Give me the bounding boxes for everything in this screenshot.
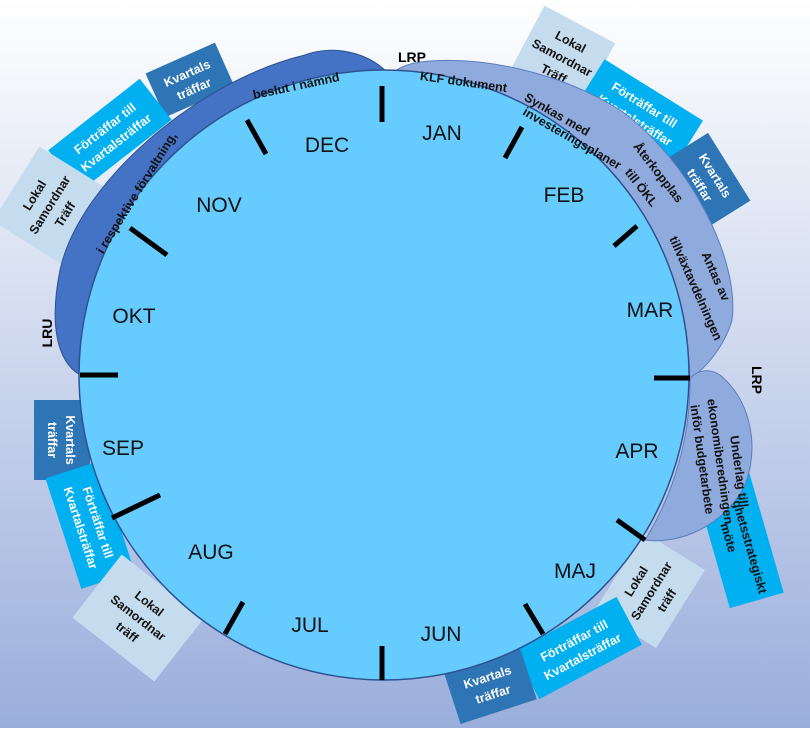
box-kvartals-traffar-feb: Kvartals träffar (665, 132, 751, 228)
svg-text:Kvartals: Kvartals (63, 415, 77, 464)
month-nov: NOV (196, 194, 242, 217)
month-dividers (80, 86, 690, 680)
month-sep: SEP (102, 437, 144, 460)
month-aug: AUG (188, 541, 234, 564)
divider-aug-sep (110, 492, 162, 521)
month-jan: JAN (422, 122, 462, 145)
month-feb: FEB (544, 184, 585, 207)
box-fortraffar-nov: Förträffar till Kvartalsträffar (48, 78, 172, 192)
lru-left-label: LRU (39, 319, 55, 348)
divider-jan-feb (502, 125, 525, 160)
divider-okt-nov (128, 225, 169, 258)
month-jun: JUN (421, 623, 462, 646)
divider-jul-aug (222, 600, 246, 636)
lrp-spring-band (644, 370, 753, 542)
divider-nov-dec (244, 118, 269, 156)
divider-feb-mar (612, 224, 639, 248)
month-dec: DEC (305, 134, 349, 157)
divider-apr-maj (615, 517, 647, 543)
box-kvartals-traffar-sep: Kvartals träffar (34, 400, 90, 480)
svg-text:träffar: träffar (45, 422, 59, 458)
lrp-top-label: LRP (398, 49, 426, 65)
month-mar: MAR (627, 299, 674, 322)
month-apr: APR (615, 440, 658, 463)
box-lokal-samordnar-traff-aug: Lokal Samordnar träff (72, 554, 204, 682)
box-fortraffar-jun: Förträffar till Kvartalsträffar (514, 596, 642, 700)
month-jul: JUL (291, 614, 328, 637)
year-wheel (78, 69, 690, 681)
divider-maj-jun (522, 602, 546, 636)
lrp-right-label: LRP (749, 366, 765, 394)
month-okt: OKT (112, 305, 155, 328)
month-maj: MAJ (554, 560, 596, 583)
box-kvartals-traffar-dec: Kvartals träffar (145, 42, 235, 118)
